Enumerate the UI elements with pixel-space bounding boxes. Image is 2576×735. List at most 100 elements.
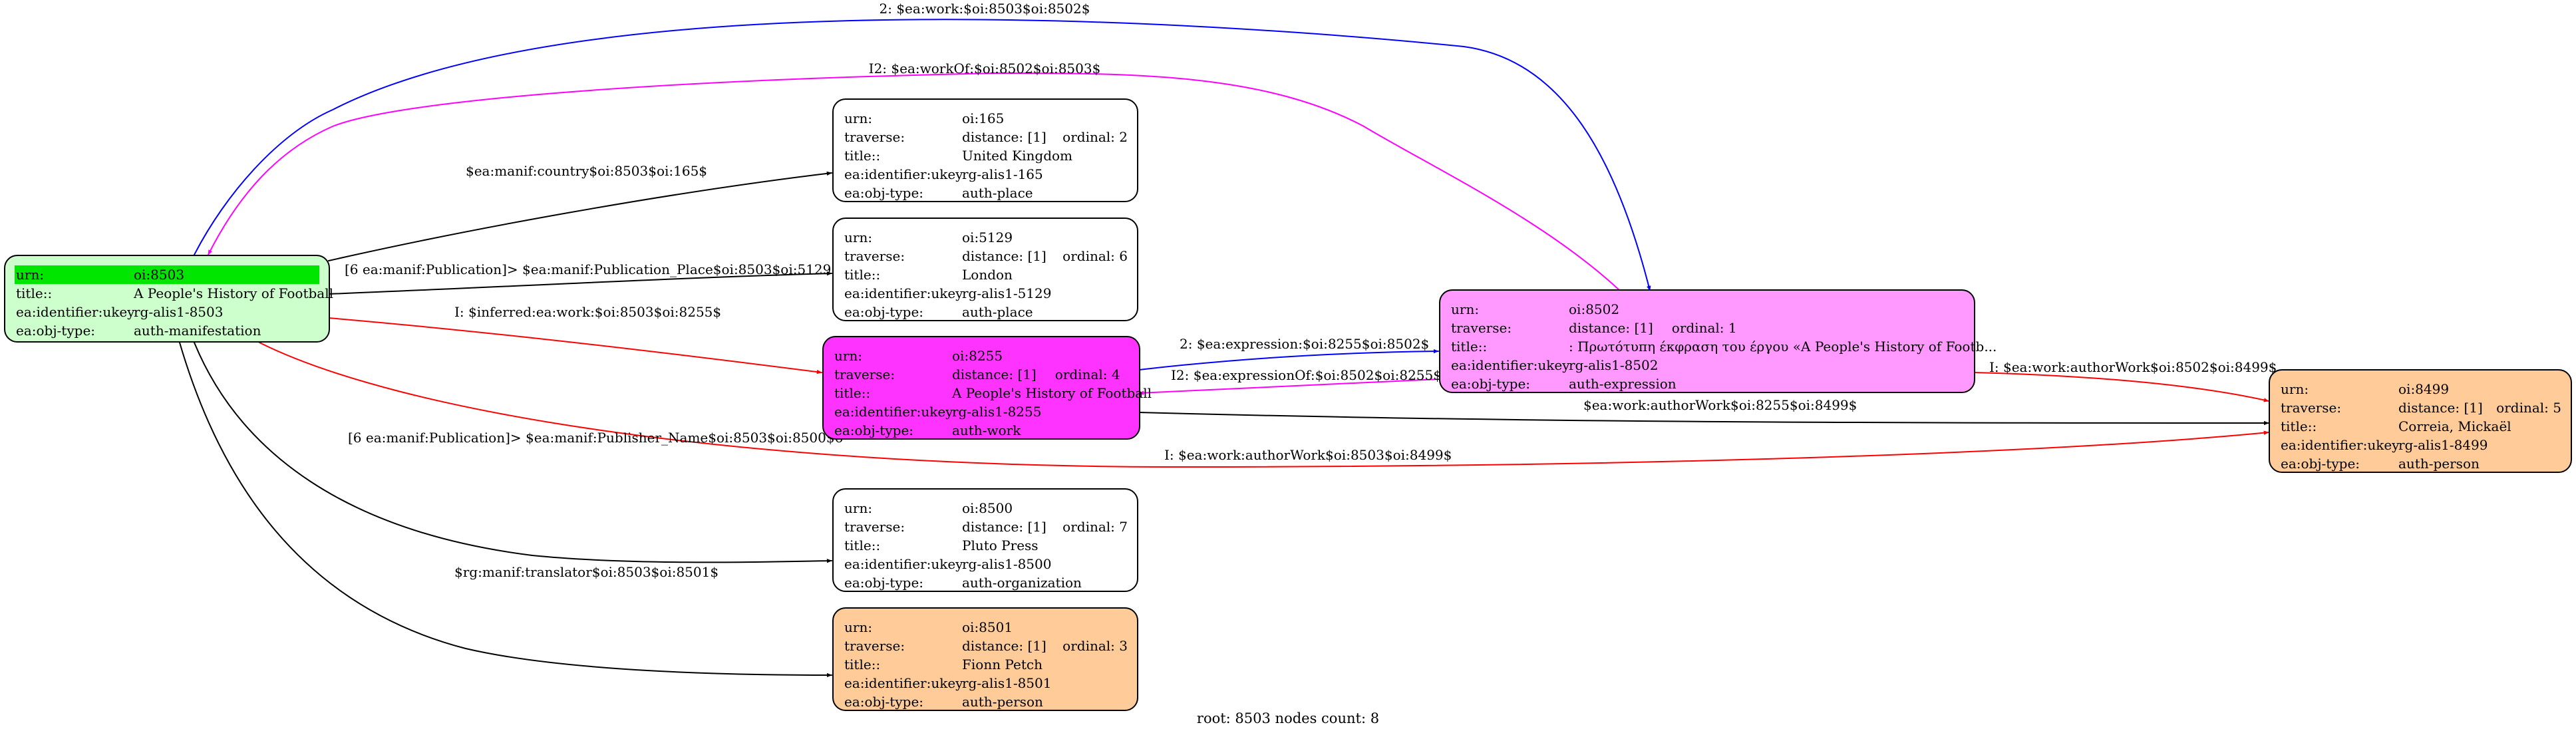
node-row-value: rg-alis1-8501 xyxy=(962,675,1052,691)
node-row: title::United Kingdom xyxy=(843,146,1128,165)
node-row-ordinal: ordinal: 7 xyxy=(1062,519,1128,535)
edge-label-publisher: [6 ea:manif:Publication]> $ea:manif:Publ… xyxy=(348,430,843,446)
node-row-ordinal: ordinal: 5 xyxy=(2496,400,2561,416)
node-row-key: title:: xyxy=(1451,339,1488,355)
node-row-key: ea:obj-type: xyxy=(844,694,924,710)
node-row-key: ea:identifier:ukey xyxy=(834,404,953,420)
node-row-value: distance: [1] xyxy=(2398,400,2483,416)
node-row: title::A People's History of Football xyxy=(15,284,333,303)
node-row-key: ea:identifier:ukey xyxy=(844,675,963,691)
node-row-value: : Πρωτότυπη έκφραση του έργου «A People'… xyxy=(1569,339,1997,355)
node-row-key: urn: xyxy=(844,229,873,245)
node-oi-8499[interactable]: urn:oi:8499 traverse: distance: [1] ordinal… xyxy=(2269,369,2572,473)
node-row: urn:oi:165 xyxy=(843,109,1128,128)
node-row-key: ea:identifier:ukey xyxy=(1451,357,1570,373)
node-row-key: traverse: xyxy=(844,638,905,654)
node-row-value: Correia, Mickaël xyxy=(2398,418,2511,434)
node-row-key: title:: xyxy=(844,267,881,283)
node-row-key: ea:obj-type: xyxy=(834,422,914,438)
node-row-key: title:: xyxy=(16,285,53,301)
node-row-value: oi:8501 xyxy=(962,619,1013,635)
node-row-value: distance: [1] xyxy=(1569,320,1653,336)
node-row: ea:obj-type: auth-work xyxy=(833,421,1130,440)
edge-inferred-work xyxy=(328,317,822,374)
node-row-value: A People's History of Football xyxy=(952,385,1152,401)
node-row-value: oi:8500 xyxy=(962,500,1013,516)
node-row: ea:obj-type:auth-person xyxy=(843,692,1128,711)
edge-translator xyxy=(179,342,832,678)
node-row-gap xyxy=(1046,128,1061,146)
node-row-key: traverse: xyxy=(844,248,905,264)
node-row-key: title:: xyxy=(834,385,871,401)
node-row-value: auth-work xyxy=(952,422,1021,438)
node-row-key: ea:obj-type: xyxy=(1451,376,1531,392)
node-row-value: oi:165 xyxy=(962,110,1005,126)
node-row-value: rg-alis1-5129 xyxy=(962,285,1052,301)
node-row-key: traverse: xyxy=(844,129,905,145)
node-row-key: title:: xyxy=(844,148,881,164)
node-row-ordinal: ordinal: 2 xyxy=(1062,129,1128,145)
node-row: traverse: distance: [1] ordinal: 5 xyxy=(2279,398,2561,417)
edge-author-work-8255 xyxy=(1138,412,2269,426)
node-row-key: ea:identifier:ukey xyxy=(844,285,963,301)
node-row-value: oi:8503 xyxy=(134,267,185,283)
node-row: ea:obj-type: auth-place xyxy=(843,184,1128,202)
edge-work-of xyxy=(208,72,1621,291)
node-row: urn: oi:8501 xyxy=(843,618,1128,637)
node-row-key: urn: xyxy=(844,619,873,635)
node-row: urn: oi:8500 xyxy=(843,499,1128,517)
node-row-key: ea:obj-type: xyxy=(2281,456,2360,472)
node-row-ordinal: ordinal: 4 xyxy=(1054,367,1120,382)
node-row: urn:oi:8499 xyxy=(2279,380,2561,398)
edge-country xyxy=(328,171,832,261)
edge-expression xyxy=(1138,349,1439,370)
node-row: ea:obj-type: auth-expression xyxy=(1450,374,1965,393)
node-row: urn:oi:8502 xyxy=(1450,300,1965,319)
node-row-value: auth-manifestation xyxy=(134,323,261,339)
node-row-gap xyxy=(2483,398,2495,417)
edge-label-expression: 2: $ea:expression:$oi:8255$oi:8502$ xyxy=(1180,336,1429,352)
node-row-key: title:: xyxy=(844,537,881,553)
edge-label-work: 2: $ea:work:$oi:8503$oi:8502$ xyxy=(880,1,1090,17)
node-row: traverse:distance: [1]ordinal: 2 xyxy=(843,128,1128,146)
edge-label-country: $ea:manif:country$oi:8503$oi:165$ xyxy=(466,163,707,179)
edge-publication-place xyxy=(328,271,832,295)
node-row-key: urn: xyxy=(16,267,45,283)
node-row-key: urn: xyxy=(844,500,873,516)
edge-label-author-work-8502: I: $ea:work:authorWork$oi:8502$oi:8499$ xyxy=(1989,359,2277,375)
node-row-gap xyxy=(1653,319,1671,337)
edge-label-expression-of: I2: $ea:expressionOf:$oi:8502$oi:8255$ xyxy=(1171,367,1442,383)
node-row-key: traverse: xyxy=(1451,320,1512,336)
node-row-key: title:: xyxy=(844,657,881,672)
node-row-value: distance: [1] xyxy=(952,367,1037,382)
node-row-key: ea:obj-type: xyxy=(844,304,924,320)
node-row-value: Pluto Press xyxy=(962,537,1039,553)
node-row-key: ea:obj-type: xyxy=(844,185,924,201)
node-row-gap xyxy=(1046,637,1061,655)
node-row: title::Fionn Petch xyxy=(843,655,1128,674)
edge-expression-of xyxy=(1138,378,1439,395)
node-row-value: distance: [1] xyxy=(962,248,1046,264)
node-row-value: auth-place xyxy=(962,185,1033,201)
node-row-value: oi:8255 xyxy=(952,348,1003,364)
node-row-key: urn: xyxy=(834,348,863,364)
node-row-key: ea:identifier:ukey xyxy=(844,166,963,182)
node-row-key: traverse: xyxy=(2281,400,2342,416)
node-row: title::: Πρωτότυπη έκφραση του έργου «A … xyxy=(1450,337,1997,356)
node-row-value: auth-expression xyxy=(1569,376,1677,392)
edge-label-author-work-8255: $ea:work:authorWork$oi:8255$oi:8499$ xyxy=(1583,397,1857,413)
node-row: ea:obj-type:auth-place xyxy=(843,303,1128,321)
